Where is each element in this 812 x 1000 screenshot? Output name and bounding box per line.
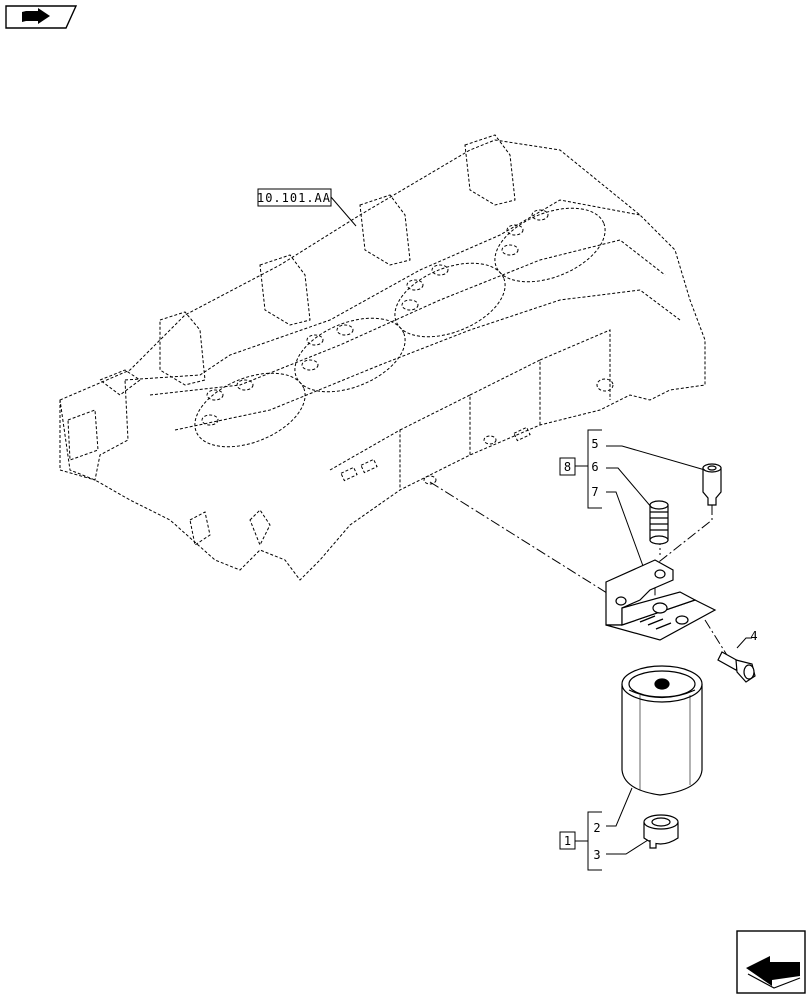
callout-5: 5 <box>591 437 598 451</box>
callout-8: 8 <box>564 460 571 474</box>
mounting-bracket <box>605 559 717 641</box>
callout-7: 7 <box>591 485 598 499</box>
drain-cap <box>643 814 679 849</box>
callout-leaders-upper <box>606 445 752 649</box>
next-page-arrow-icon[interactable] <box>736 930 806 994</box>
callout-group-8 <box>559 429 602 509</box>
alignment-lines <box>429 481 731 661</box>
bolt-4 <box>717 651 756 683</box>
callout-1: 1 <box>564 834 571 848</box>
book-arrow-icon[interactable] <box>5 5 78 29</box>
fitting-6 <box>649 500 669 545</box>
callout-2: 2 <box>593 821 600 835</box>
cylinder-head <box>59 134 706 581</box>
callout-group-1 <box>559 787 649 871</box>
callout-4: 4 <box>750 629 757 643</box>
callout-6: 6 <box>591 460 598 474</box>
svg-text:10.101.AA: 10.101.AA <box>257 191 331 205</box>
reference-label[interactable]: 10.101.AA <box>257 188 332 207</box>
reference-leader-line <box>330 196 357 227</box>
filter-cartridge <box>621 665 703 796</box>
fitting-5 <box>702 463 722 506</box>
callout-3: 3 <box>593 848 600 862</box>
